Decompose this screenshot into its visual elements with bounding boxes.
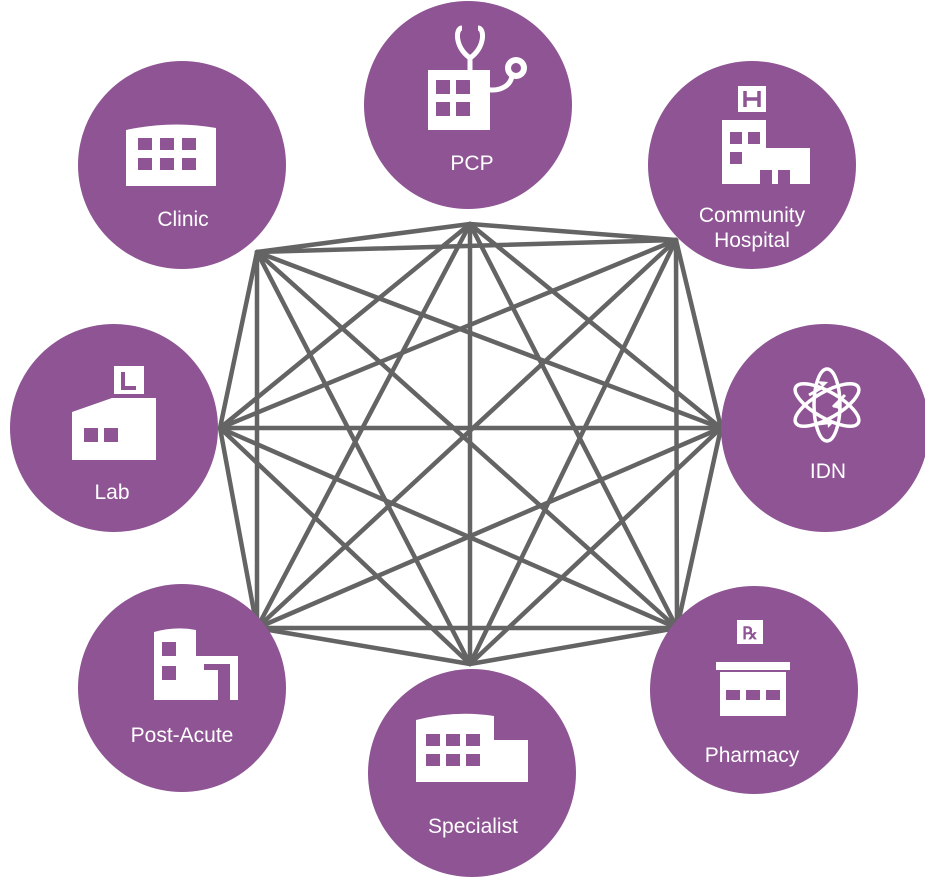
- node-community-hospital: Community Hospital: [648, 61, 856, 269]
- connection-line-post-acute-lab: [217, 425, 260, 631]
- integrated-network-icon: [793, 367, 861, 443]
- idn-label: IDN: [810, 460, 846, 483]
- node-pharmacy: ℞ Pharmacy: [650, 586, 858, 794]
- node-idn: IDN: [721, 324, 925, 532]
- node-post-acute: Post-Acute: [78, 584, 286, 792]
- post-acute-label: Post-Acute: [131, 724, 234, 747]
- connection-mesh: [217, 221, 724, 667]
- connection-line-specialist-lab: [217, 425, 473, 667]
- connection-line-community-hospital-specialist: [467, 237, 679, 667]
- community-hospital-label-line-2: Hospital: [714, 229, 790, 252]
- connection-line-community-hospital-pharmacy: [673, 237, 680, 631]
- clinic-building-icon: [126, 124, 216, 186]
- post-acute-building-icon: [154, 628, 238, 700]
- connection-line-pharmacy-lab: [217, 425, 680, 631]
- connection-line-pcp-community-hospital: [467, 221, 679, 243]
- connection-line-community-hospital-idn: [673, 237, 724, 431]
- clinic-stethoscope-icon: [428, 25, 527, 130]
- community-hospital-label-line-1: Community: [699, 204, 806, 227]
- connection-line-community-hospital-lab: [217, 237, 679, 431]
- connection-line-pharmacy-clinic: [254, 249, 680, 631]
- connection-line-lab-clinic: [217, 249, 260, 431]
- lab-label: Lab: [94, 481, 129, 504]
- specialist-label: Specialist: [428, 815, 518, 838]
- hospital-icon: [722, 86, 810, 184]
- svg-text:℞: ℞: [742, 624, 757, 643]
- connection-line-idn-post-acute: [254, 425, 724, 631]
- specialist-building-icon: [416, 713, 528, 782]
- pharmacy-rx-icon: ℞: [716, 620, 790, 716]
- node-clinic: Clinic: [78, 61, 286, 269]
- connection-line-community-hospital-clinic: [254, 237, 679, 255]
- node-lab: Lab: [10, 324, 218, 532]
- pharmacy-label: Pharmacy: [705, 744, 800, 767]
- lab-building-icon: [72, 366, 156, 460]
- connection-line-idn-specialist: [467, 425, 724, 667]
- clinic-label: Clinic: [157, 208, 208, 231]
- idn-circle: [721, 324, 925, 532]
- connection-line-specialist-clinic: [254, 249, 473, 667]
- connection-line-idn-clinic: [254, 249, 724, 431]
- connection-line-specialist-post-acute: [254, 625, 473, 667]
- connection-line-pcp-idn: [467, 221, 724, 431]
- connection-line-idn-pharmacy: [674, 425, 724, 631]
- pcp-label: PCP: [450, 152, 493, 175]
- node-pcp: PCP: [364, 1, 572, 209]
- node-specialist: Specialist: [368, 669, 576, 877]
- connection-line-pcp-clinic: [254, 221, 473, 255]
- connection-line-pcp-lab: [217, 221, 473, 431]
- connection-line-pharmacy-specialist: [467, 625, 680, 667]
- connection-line-community-hospital-post-acute: [254, 237, 679, 631]
